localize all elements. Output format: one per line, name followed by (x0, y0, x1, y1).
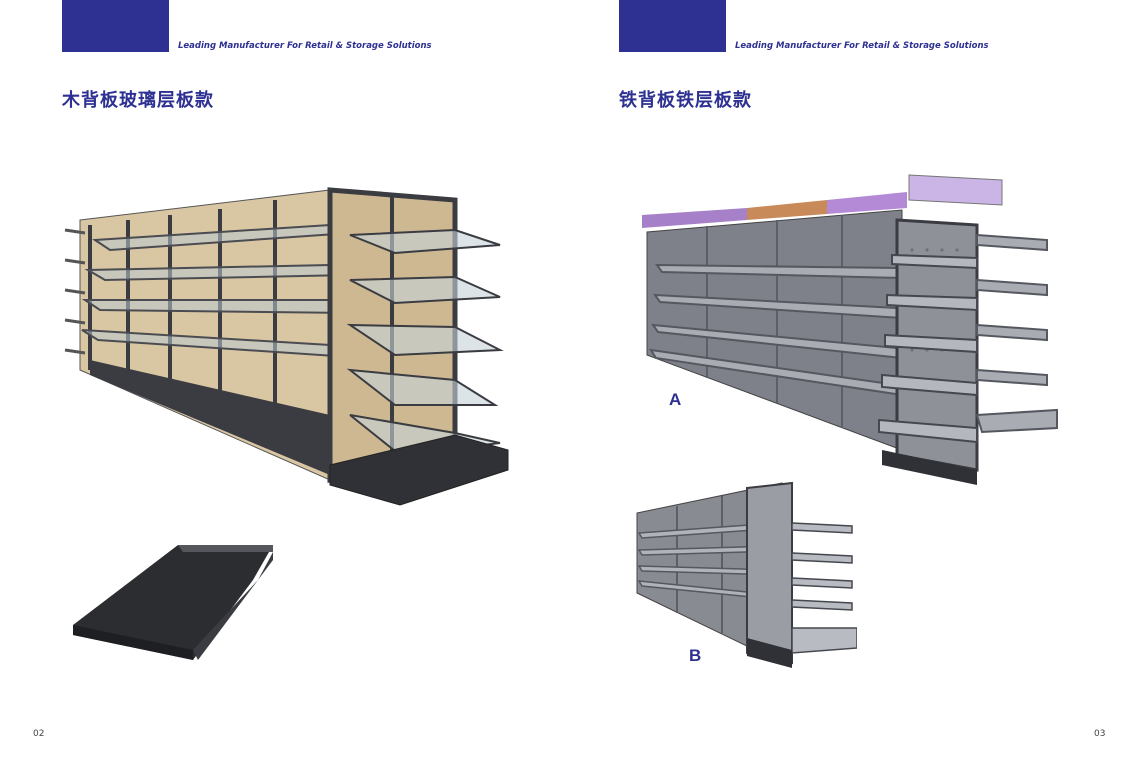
gondola-variant-a-image (627, 170, 1062, 490)
variant-label-a: A (669, 390, 682, 409)
brochure-page-right: Leading Manufacturer For Retail & Storag… (567, 0, 1134, 775)
header-tagline: Leading Manufacturer For Retail & Storag… (178, 41, 432, 51)
section-title-wood-back-glass-shelf: 木背板玻璃层板款 (62, 90, 214, 111)
variant-label-b: B (689, 646, 702, 665)
section-title-iron-back-iron-shelf: 铁背板铁层板款 (619, 90, 752, 111)
brand-color-block (62, 0, 169, 52)
gondola-wood-back-glass-shelf-image (60, 185, 515, 515)
shelf-board-image (68, 540, 278, 665)
brochure-page-left: Leading Manufacturer For Retail & Storag… (33, 0, 515, 739)
page-number: 03 (1094, 729, 1106, 739)
header-tagline: Leading Manufacturer For Retail & Storag… (735, 41, 989, 51)
brand-color-block (619, 0, 726, 52)
gondola-variant-b-image (627, 478, 857, 673)
page-number: 02 (33, 729, 45, 739)
